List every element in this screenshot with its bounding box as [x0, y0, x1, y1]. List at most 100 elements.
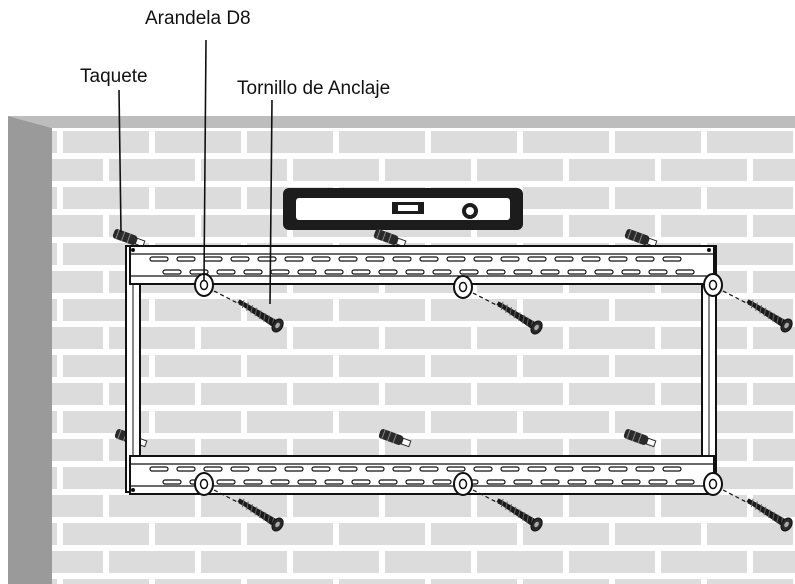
rail-slot [675, 269, 695, 275]
bottom-rail [129, 455, 715, 495]
rail-slot [621, 269, 641, 275]
label-arandela-d8: Arandela D8 [145, 8, 251, 29]
rail-slot [648, 479, 668, 485]
rail-slot [270, 479, 290, 485]
rail-slot [459, 269, 479, 275]
rail-slot [162, 269, 182, 275]
leader-taquete [118, 89, 122, 233]
rail-slot [257, 256, 277, 262]
rail-slot [243, 479, 263, 485]
rail-slot [648, 269, 668, 275]
rail-slot [324, 269, 344, 275]
wall-anchor-icon [623, 429, 657, 448]
wall-anchor-icon [378, 429, 412, 448]
rail-slot [540, 479, 560, 485]
wall-mount-frame [125, 245, 717, 495]
frame-rivet [707, 248, 711, 252]
spirit-level-icon [283, 188, 523, 230]
rail-slot [554, 256, 574, 262]
rail-slot [405, 269, 425, 275]
rail-slot [149, 256, 169, 262]
wall-side [8, 116, 52, 584]
rail-slot [257, 466, 277, 472]
rail-slot [284, 256, 304, 262]
rail-slot [567, 269, 587, 275]
wall-top-edge [8, 116, 795, 128]
rail-slot [473, 466, 493, 472]
rail-slot [662, 256, 682, 262]
washer-hole [458, 478, 468, 490]
rail-slot [635, 256, 655, 262]
rail-slot [567, 479, 587, 485]
washer-hole [458, 281, 468, 293]
rail-slot [284, 466, 304, 472]
rail-slot [351, 479, 371, 485]
rail-slot [216, 269, 236, 275]
rail-slot [621, 479, 641, 485]
frame-rivet [131, 488, 135, 492]
rail-slot [540, 269, 560, 275]
rail-slot [378, 479, 398, 485]
label-taquete: Taquete [80, 66, 148, 87]
rail-slot [432, 269, 452, 275]
screw-icon [496, 301, 543, 335]
leader-arandela [203, 39, 207, 281]
rail-slot [446, 256, 466, 262]
rail-slot [635, 466, 655, 472]
rail-slot [581, 256, 601, 262]
rail-slot [392, 466, 412, 472]
screw-icon [746, 299, 793, 333]
rail-slot [149, 466, 169, 472]
rail-slot [311, 466, 331, 472]
top-rail [129, 245, 715, 285]
rail-slot [351, 269, 371, 275]
rail-slot [176, 466, 196, 472]
screw-icon [496, 498, 543, 532]
rail-slot [500, 466, 520, 472]
screw-icon [237, 498, 284, 532]
rail-slot [297, 269, 317, 275]
rail-slot [473, 256, 493, 262]
rail-slot [176, 256, 196, 262]
rail-slot [446, 466, 466, 472]
rail-slot [662, 466, 682, 472]
washer-hole [199, 478, 209, 490]
rail-slot [230, 466, 250, 472]
rail-slot [594, 479, 614, 485]
screw-icon [746, 498, 793, 532]
rail-slot [270, 269, 290, 275]
wall-anchor-icon [624, 229, 658, 248]
rail-slot [486, 479, 506, 485]
rail-slot [554, 466, 574, 472]
frame-rivet [131, 248, 135, 252]
rail-slot [405, 479, 425, 485]
rail-slot [203, 466, 223, 472]
rail-slot [324, 479, 344, 485]
callout-leaders [118, 39, 273, 305]
rail-slots [149, 256, 695, 485]
rail-slot [338, 466, 358, 472]
rail-slot [365, 256, 385, 262]
rail-slot [527, 256, 547, 262]
rail-slot [608, 466, 628, 472]
label-tornillo-de-anclaje: Tornillo de Anclaje [237, 78, 391, 99]
rail-slot [500, 256, 520, 262]
rail-slot [581, 466, 601, 472]
rail-slot [230, 256, 250, 262]
screw-icon [237, 299, 284, 333]
rail-slot [675, 479, 695, 485]
rail-slot [486, 269, 506, 275]
rail-slot [216, 479, 236, 485]
wall-anchor-icon [373, 229, 407, 248]
wall-anchor-icon [112, 229, 146, 248]
rail-slot [432, 479, 452, 485]
rail-slot [419, 256, 439, 262]
rail-slot [162, 479, 182, 485]
washer-hole [199, 279, 209, 291]
rail-slot [338, 256, 358, 262]
anchor-hardware [194, 273, 793, 532]
rail-slot [608, 256, 628, 262]
rail-slot [243, 269, 263, 275]
rail-slot [297, 479, 317, 485]
